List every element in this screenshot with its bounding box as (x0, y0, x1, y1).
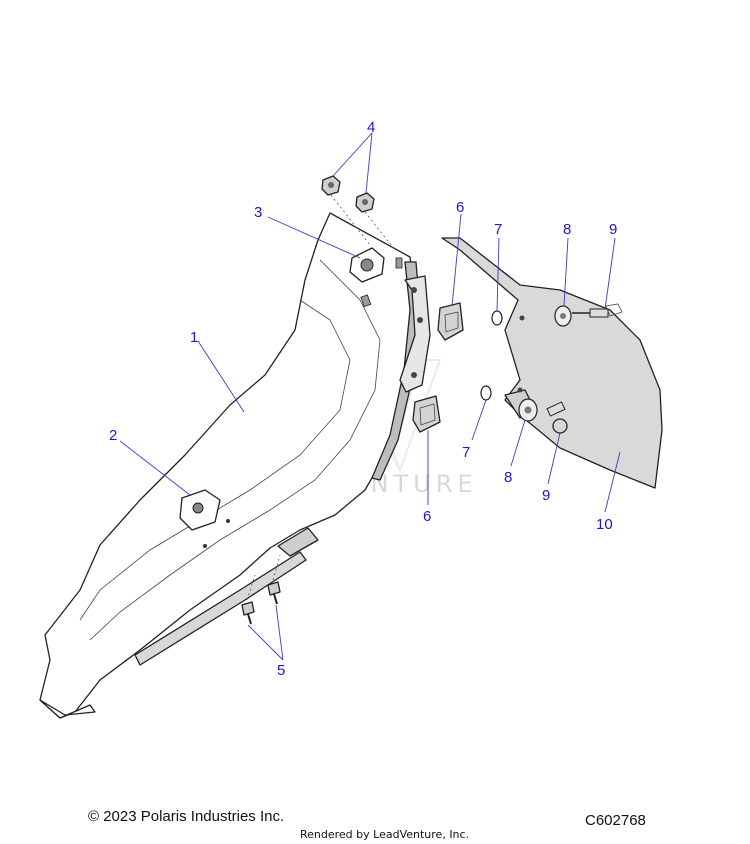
rendered-by-text: Rendered by LeadVenture, Inc. (300, 828, 470, 841)
diagram-code: C602768 (585, 812, 646, 829)
callout-4: 4 (367, 119, 375, 136)
mount-strip (399, 275, 431, 393)
callout-10: 10 (596, 516, 613, 533)
leader-lines (119, 132, 621, 661)
mud-flap (441, 237, 663, 489)
callout-7-upper: 7 (494, 221, 502, 238)
callout-6-upper: 6 (456, 199, 464, 216)
clips (412, 302, 464, 433)
callout-2: 2 (109, 427, 117, 444)
callout-9-lower: 9 (542, 487, 550, 504)
copyright-text: © 2023 Polaris Industries Inc. (88, 808, 285, 825)
callout-7-lower: 7 (462, 444, 470, 461)
lower-bracket (179, 489, 230, 548)
callout-6-lower: 6 (423, 508, 431, 525)
grommets (518, 305, 572, 422)
callout-1: 1 (190, 329, 198, 346)
callout-8-upper: 8 (563, 221, 571, 238)
upper-bracket (349, 247, 403, 308)
callout-3: 3 (254, 204, 262, 221)
callout-5: 5 (277, 662, 285, 679)
fender-panel (39, 212, 421, 719)
washers (480, 310, 503, 401)
callout-9-upper: 9 (609, 221, 617, 238)
callouts: 1 2 3 4 5 6 6 7 7 8 8 9 9 10 (109, 119, 617, 679)
bolts (241, 554, 281, 625)
callout-8-lower: 8 (504, 469, 512, 486)
